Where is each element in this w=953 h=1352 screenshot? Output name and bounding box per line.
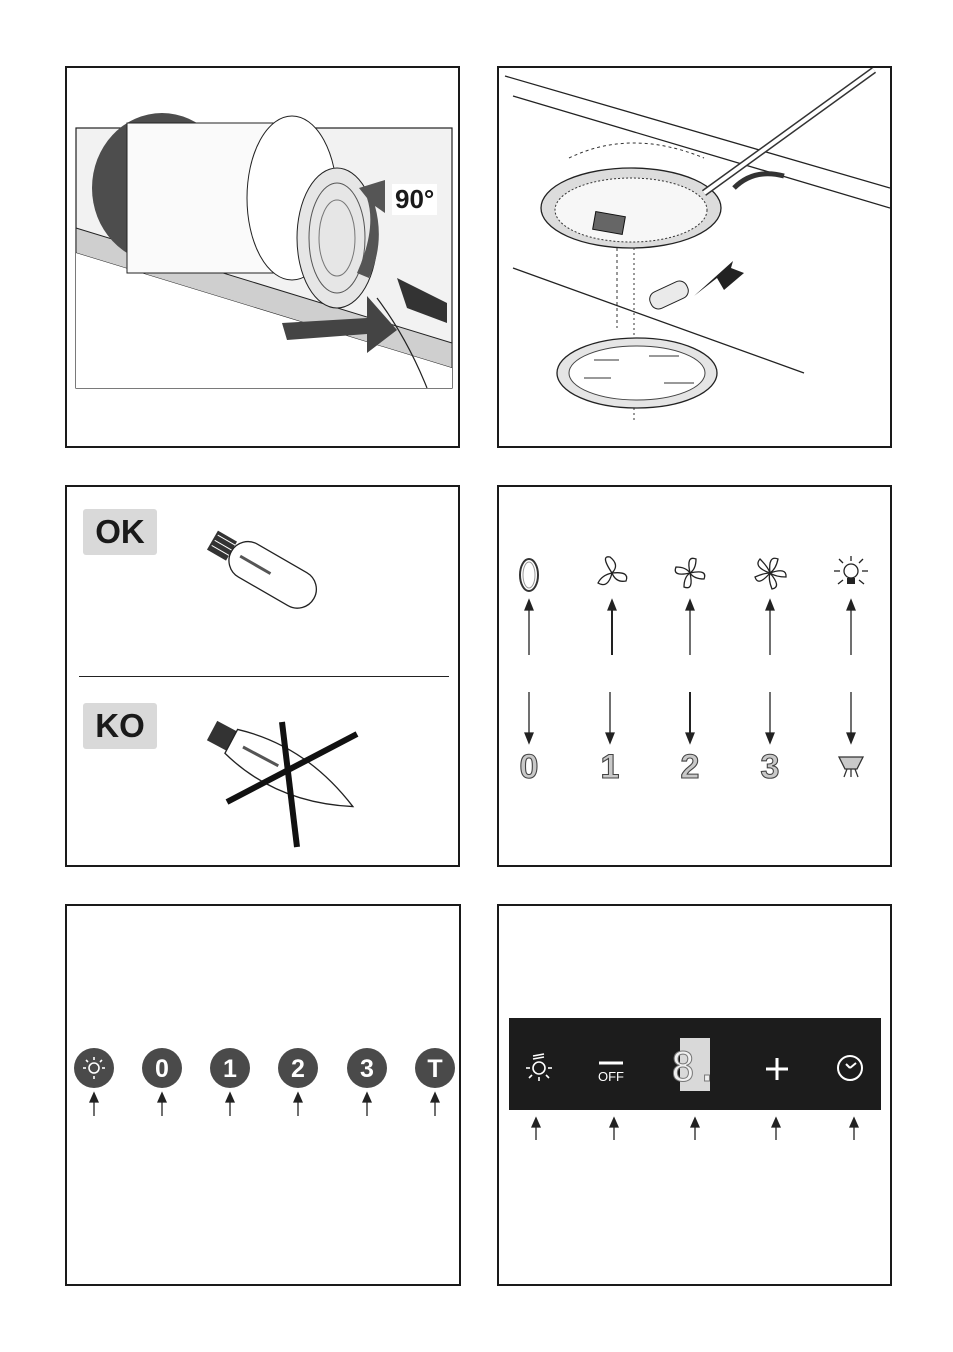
panel-bulb-types: OK KO [65, 485, 460, 867]
ko-bulb-icon [192, 712, 382, 852]
panel-control-buttons: 0 1 2 3 T [65, 904, 461, 1286]
filter-rotation-illustration [67, 68, 458, 446]
lamp-removal-illustration [499, 68, 890, 446]
rotation-angle-label: 90° [392, 184, 437, 215]
panel-speed-symbols: 0 1 2 3 [497, 485, 892, 867]
svg-text:2: 2 [291, 1055, 305, 1083]
ok-badge: OK [83, 509, 157, 555]
ko-badge: KO [83, 703, 157, 749]
speed-2-button[interactable]: 2 [278, 1048, 318, 1088]
plus-button[interactable] [766, 1058, 788, 1080]
off-button[interactable]: OFF [598, 1063, 624, 1084]
fan-speed-2-icon [675, 558, 704, 587]
speed-label-0: 0 [520, 748, 539, 786]
light-icon[interactable] [526, 1054, 552, 1081]
timer-icon[interactable] [838, 1056, 862, 1080]
speed-label-1: 1 [601, 748, 620, 786]
speed-symbols-diagram: 0 1 2 3 [499, 487, 890, 865]
panel-touch-controls: OFF 8. [497, 904, 892, 1286]
divider [79, 676, 449, 677]
speed-0-button[interactable]: 0 [142, 1048, 182, 1088]
svg-text:0: 0 [155, 1055, 169, 1083]
panel-filter-rotation: 90° [65, 66, 460, 448]
timer-button[interactable]: T [415, 1048, 455, 1088]
speed-label-3: 3 [761, 748, 780, 786]
fan-speed-1-icon [598, 557, 627, 585]
light-bulb-icon [834, 556, 868, 584]
speed-1-button[interactable]: 1 [210, 1048, 250, 1088]
svg-text:T: T [427, 1055, 442, 1083]
touch-controls-diagram: OFF 8. [499, 906, 890, 1284]
speed-3-button[interactable]: 3 [347, 1048, 387, 1088]
button-arrows [90, 1093, 439, 1116]
speed-label-2: 2 [681, 748, 700, 786]
light-button[interactable] [74, 1048, 114, 1088]
display-digit: 8. [671, 1045, 719, 1091]
insert-arrow-icon [694, 261, 744, 296]
speed-display: 8. [671, 1038, 719, 1091]
control-buttons-diagram: 0 1 2 3 T [67, 906, 459, 1284]
svg-text:3: 3 [360, 1055, 374, 1083]
ok-bulb-icon [197, 517, 337, 627]
lamp-icon [839, 757, 863, 777]
svg-text:1: 1 [223, 1055, 237, 1083]
touch-control-arrows [532, 1118, 858, 1140]
halogen-bulb-icon [647, 278, 691, 311]
fan-speed-3-icon [755, 558, 786, 589]
panel-lamp-removal [497, 66, 892, 448]
off-label: OFF [598, 1069, 624, 1084]
